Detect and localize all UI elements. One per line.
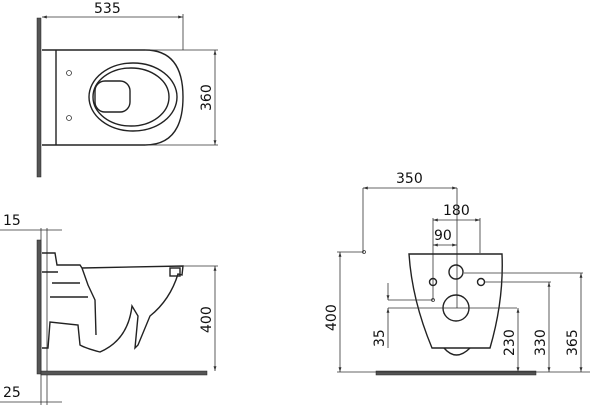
side-view: 15 400 25 <box>0 213 218 405</box>
rim-inner <box>92 67 170 127</box>
dim-label-width: 535 <box>94 1 121 17</box>
dim-label-400: 400 <box>324 304 340 331</box>
rim-outer <box>88 62 178 132</box>
bowl-foot <box>443 347 471 356</box>
floor <box>40 370 208 376</box>
dim-label-35: 35 <box>372 329 388 347</box>
dim-label-180: 180 <box>443 203 470 219</box>
dim-label-330: 330 <box>533 329 549 356</box>
dim-label-365: 365 <box>565 329 581 356</box>
dim-label-15: 15 <box>3 213 21 229</box>
front-view: 350 180 90 400 35 230 330 365 <box>324 171 590 376</box>
wall <box>36 239 42 375</box>
dim-label-height: 400 <box>199 306 215 333</box>
bolt-hole <box>428 277 438 287</box>
bolt-hole <box>66 70 72 76</box>
dim-label-350: 350 <box>396 171 423 187</box>
wall <box>36 17 42 178</box>
dim-label-90: 90 <box>434 228 452 244</box>
bowl-section <box>42 252 184 353</box>
dim-label-25: 25 <box>3 385 21 401</box>
flush-inlet <box>448 264 464 280</box>
top-view: 535 360 <box>36 1 218 178</box>
bowl-opening <box>94 80 131 113</box>
bowl-front-outline <box>408 253 503 349</box>
bolt-hole <box>476 277 486 287</box>
bolt-hole <box>66 115 72 121</box>
dim-label-230: 230 <box>502 329 518 356</box>
dim-label-depth: 360 <box>199 84 215 111</box>
bowl-outline <box>42 49 184 146</box>
floor <box>375 370 537 376</box>
rim-section <box>169 267 181 277</box>
